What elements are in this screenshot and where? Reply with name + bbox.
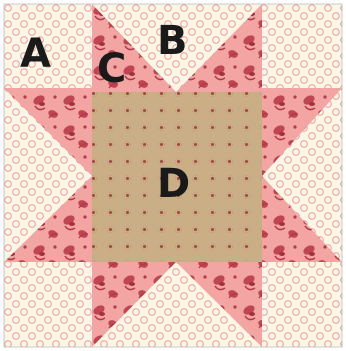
label-d: D [157, 161, 190, 207]
label-a: A [20, 31, 51, 77]
label-c: C [97, 46, 126, 92]
label-b: B [157, 18, 188, 64]
